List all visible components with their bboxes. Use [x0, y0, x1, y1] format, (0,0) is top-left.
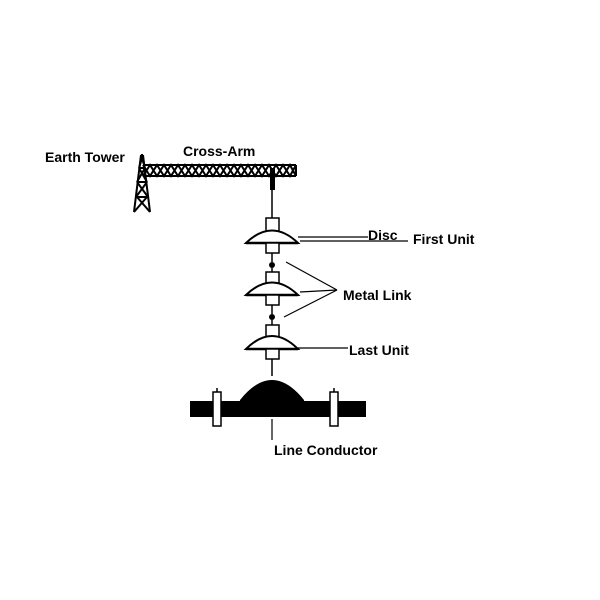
label-metal-link: Metal Link — [343, 287, 412, 303]
leader-lines — [271, 236, 408, 440]
earth-tower — [133, 154, 151, 213]
line-conductor — [190, 380, 366, 427]
label-disc: Disc — [368, 227, 398, 243]
insulator-disc-last-unit — [243, 324, 301, 376]
label-first-unit: First Unit — [413, 231, 475, 247]
insulator-disc-middle-unit — [243, 271, 301, 325]
hanger — [270, 168, 275, 218]
label-last-unit: Last Unit — [349, 342, 409, 358]
label-line-conductor: Line Conductor — [274, 442, 378, 458]
label-cross-arm: Cross-Arm — [183, 143, 255, 159]
label-earth-tower: Earth Tower — [45, 149, 125, 165]
insulator-disc-first-unit — [243, 217, 301, 272]
